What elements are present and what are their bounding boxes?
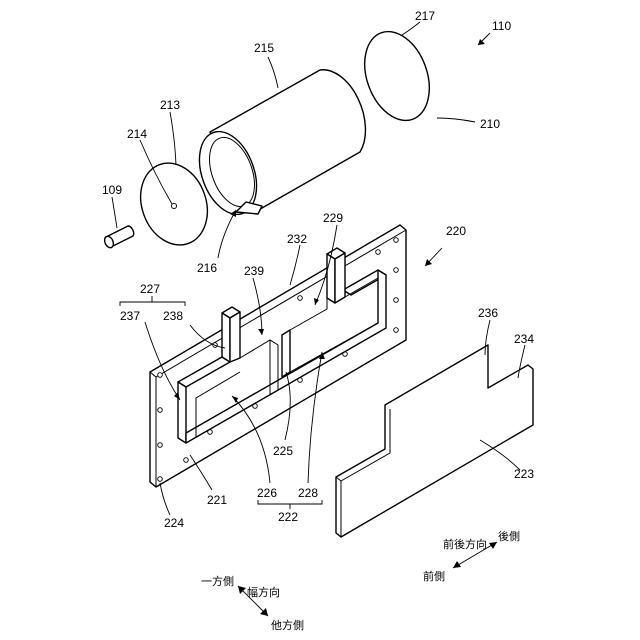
center-hole <box>171 203 176 208</box>
label-110: 110 <box>492 19 511 33</box>
pin-109 <box>103 226 134 249</box>
label-224: 224 <box>164 516 184 530</box>
label-220: 220 <box>446 224 466 238</box>
label-213: 213 <box>160 98 180 112</box>
label-front-side: 前側 <box>423 569 445 583</box>
label-228: 228 <box>298 486 318 500</box>
label-front-back-direction: 前後方向 <box>443 537 487 551</box>
heat-sink-plate-223 <box>336 345 533 537</box>
label-223: 223 <box>514 467 534 481</box>
label-other-side: 他方側 <box>271 618 304 632</box>
label-232: 232 <box>287 232 307 246</box>
label-216: 216 <box>197 261 217 275</box>
label-226: 226 <box>257 486 277 500</box>
label-217: 217 <box>415 9 435 23</box>
label-229: 229 <box>323 211 343 225</box>
label-236: 236 <box>478 306 498 320</box>
label-width-direction: 幅方向 <box>247 585 280 599</box>
label-222: 222 <box>278 510 298 524</box>
label-238: 238 <box>163 309 183 323</box>
label-239: 239 <box>244 264 264 278</box>
direction-labels: 前後方向 後側 前側 一方側 幅方向 他方側 <box>201 529 520 632</box>
label-227: 227 <box>140 282 160 296</box>
label-back-side: 後側 <box>498 529 520 543</box>
label-237: 237 <box>120 309 140 323</box>
label-221: 221 <box>207 493 227 507</box>
label-214: 214 <box>127 127 147 141</box>
direction-arrows <box>238 542 497 616</box>
label-225: 225 <box>273 444 293 458</box>
label-234: 234 <box>514 332 534 346</box>
tube-215 <box>189 70 366 223</box>
label-215: 215 <box>254 41 274 55</box>
end-disk-210 <box>353 23 441 130</box>
label-109: 109 <box>102 183 122 197</box>
label-one-side: 一方側 <box>201 574 234 588</box>
label-210: 210 <box>480 117 500 131</box>
